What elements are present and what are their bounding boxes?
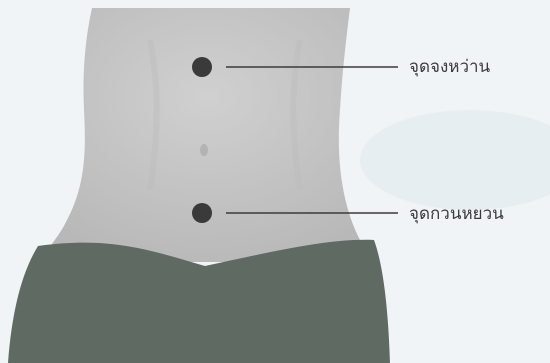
point-marker-lower — [192, 203, 212, 223]
navel — [200, 144, 208, 156]
point-label-lower: จุดกวนหยวน — [409, 206, 504, 223]
background-wash — [360, 110, 550, 210]
point-marker-upper — [192, 57, 212, 77]
torso-body — [40, 8, 375, 262]
point-label-upper: จุดจงหว่าน — [409, 59, 490, 76]
